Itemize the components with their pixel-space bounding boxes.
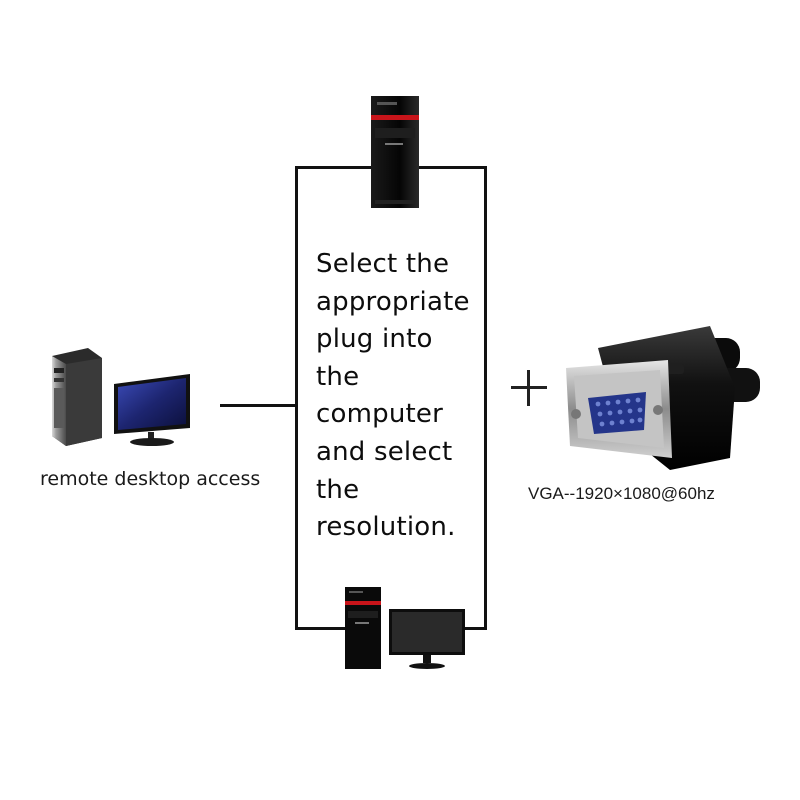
- frame-line-top-left: [295, 166, 373, 169]
- desktop-computer-icon: [52, 348, 192, 448]
- monitor-icon: [389, 609, 465, 671]
- remote-link-line: [220, 404, 297, 407]
- tower-pc-icon: [371, 96, 419, 208]
- frame-line-top-right: [418, 166, 487, 169]
- remote-desktop-caption: remote desktop access: [40, 468, 261, 490]
- frame-line-left: [295, 167, 298, 630]
- frame-line-bottom-right: [464, 627, 487, 630]
- frame-line-bottom-left: [295, 627, 345, 630]
- instruction-text: Select the appropriate plug into the com…: [316, 249, 470, 543]
- plus-icon: [509, 368, 549, 408]
- frame-line-right: [484, 167, 487, 630]
- vga-caption: VGA--1920×1080@60hz: [528, 484, 715, 503]
- tower-pc-icon: [345, 587, 381, 669]
- vga-dummy-plug-icon: [560, 318, 770, 478]
